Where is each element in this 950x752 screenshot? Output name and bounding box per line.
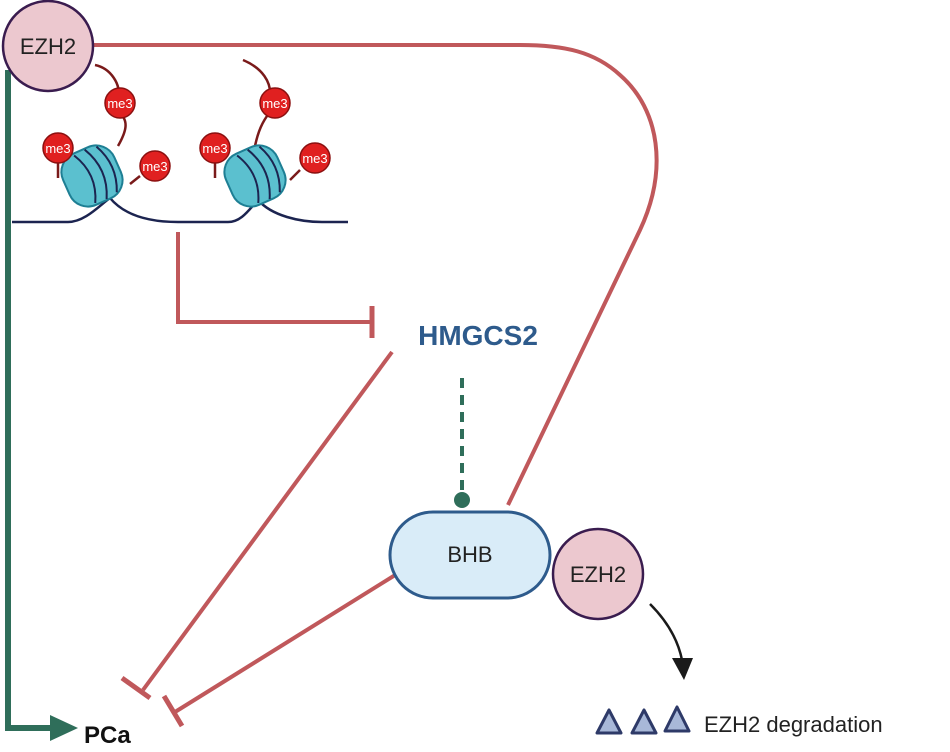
methyl-mark-icon: me3 <box>104 87 136 119</box>
ezh2-degradation-label: EZH2 degradation <box>704 712 883 737</box>
chromatin-inhibits-hmgcs2-line <box>176 232 375 338</box>
svg-text:EZH2: EZH2 <box>20 34 76 59</box>
ezh2-bottom-node: EZH2 <box>551 527 645 621</box>
svg-text:me3: me3 <box>262 96 287 111</box>
svg-text:me3: me3 <box>302 151 327 166</box>
dna-strand <box>12 196 348 224</box>
degradation-arrow <box>649 603 693 680</box>
methyl-mark-icon: me3 <box>199 132 231 178</box>
methyl-mark-icon: me3 <box>42 132 74 178</box>
nucleosome-icon <box>60 144 124 208</box>
methyl-mark-icon: me3 <box>259 87 291 119</box>
methyl-mark-icon: me3 <box>289 142 331 181</box>
svg-text:me3: me3 <box>142 159 167 174</box>
ezh2-top-node: EZH2 <box>1 0 95 93</box>
degradation-triangle-icon <box>595 705 691 735</box>
hmgcs2-label: HMGCS2 <box>418 320 538 351</box>
svg-text:me3: me3 <box>45 141 70 156</box>
ezh2-activates-pca-arrow <box>5 70 78 741</box>
methyl-mark-icon: me3 <box>129 150 171 185</box>
svg-text:me3: me3 <box>107 96 132 111</box>
svg-text:me3: me3 <box>202 141 227 156</box>
pca-label: PCa <box>84 722 131 749</box>
bhb-node: BHB <box>388 510 552 600</box>
bhb-inhibits-pca-line <box>161 570 402 728</box>
hmgcs2-inhibits-pca-line <box>120 350 394 701</box>
bhb-inhibits-ezh2-loop <box>85 30 659 506</box>
svg-text:BHB: BHB <box>447 542 492 567</box>
hmgcs2-produces-bhb-dashed-line <box>454 378 470 508</box>
svg-text:EZH2: EZH2 <box>570 562 626 587</box>
nucleosome-icon <box>223 144 287 208</box>
